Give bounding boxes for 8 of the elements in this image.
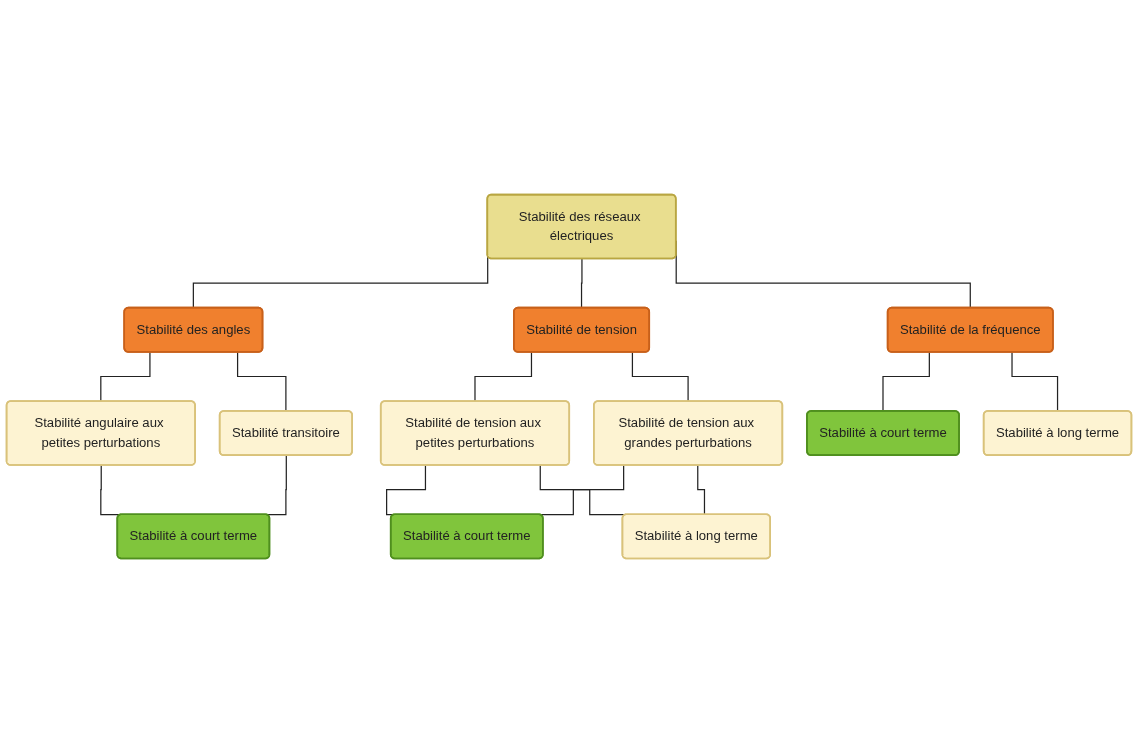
connector: [631, 351, 690, 403]
connector: [697, 464, 706, 516]
connector: [580, 258, 583, 309]
connector: [474, 351, 533, 403]
connector: [882, 351, 930, 412]
connector: [100, 351, 151, 403]
connector: [237, 351, 287, 412]
connector: [1011, 351, 1059, 412]
